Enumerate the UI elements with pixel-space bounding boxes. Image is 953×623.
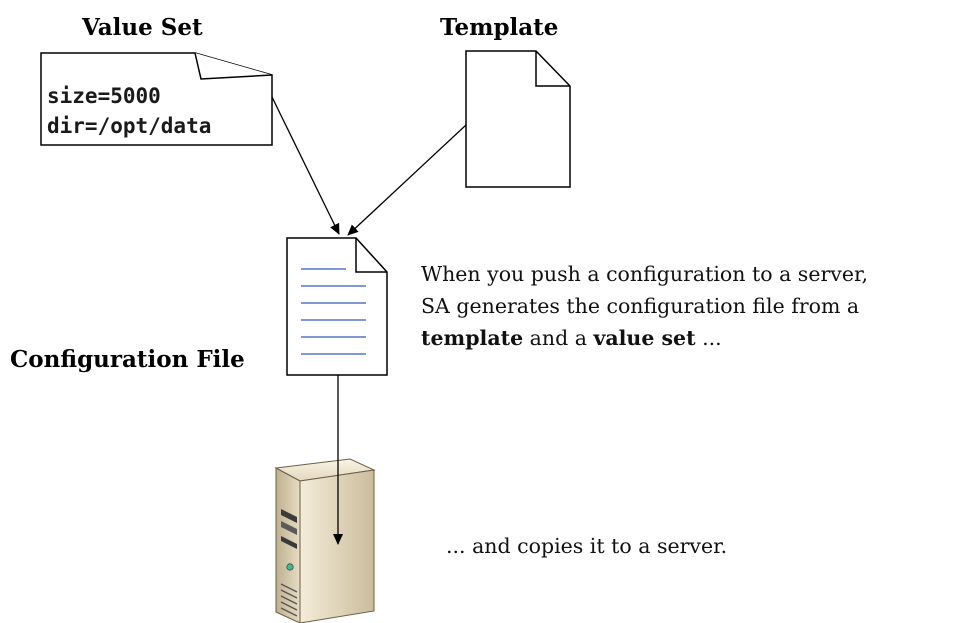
explanation-line-1: When you push a configuration to a serve… — [421, 262, 869, 286]
template-title: Template — [440, 14, 559, 41]
explanation-line-2: SA generates the configuration file from… — [421, 294, 860, 318]
explanation-ellipsis: ... — [695, 326, 722, 350]
value-set-keyword: value set — [593, 326, 696, 350]
configuration-file-title: Configuration File — [10, 346, 245, 373]
server-note: ... and copies it to a server. — [446, 534, 728, 558]
value-set-line: dir=/opt/data — [47, 114, 212, 138]
document-text-lines — [301, 268, 366, 355]
explanation-text: When you push a configuration to a serve… — [421, 258, 868, 354]
value-set-document — [40, 52, 273, 146]
explanation-line-3: template and a value set ... — [421, 322, 868, 354]
arrow-value-set-to-config — [271, 96, 340, 235]
template-document — [465, 50, 571, 188]
value-set-title: Value Set — [82, 14, 203, 41]
arrow-template-to-config — [347, 124, 467, 236]
template-keyword: template — [421, 326, 524, 350]
explanation-connector: and a — [523, 326, 594, 350]
flow-arrows — [271, 96, 467, 545]
configuration-file-document — [286, 237, 388, 376]
value-set-line: size=5000 — [47, 84, 161, 108]
server-icon — [274, 458, 376, 623]
